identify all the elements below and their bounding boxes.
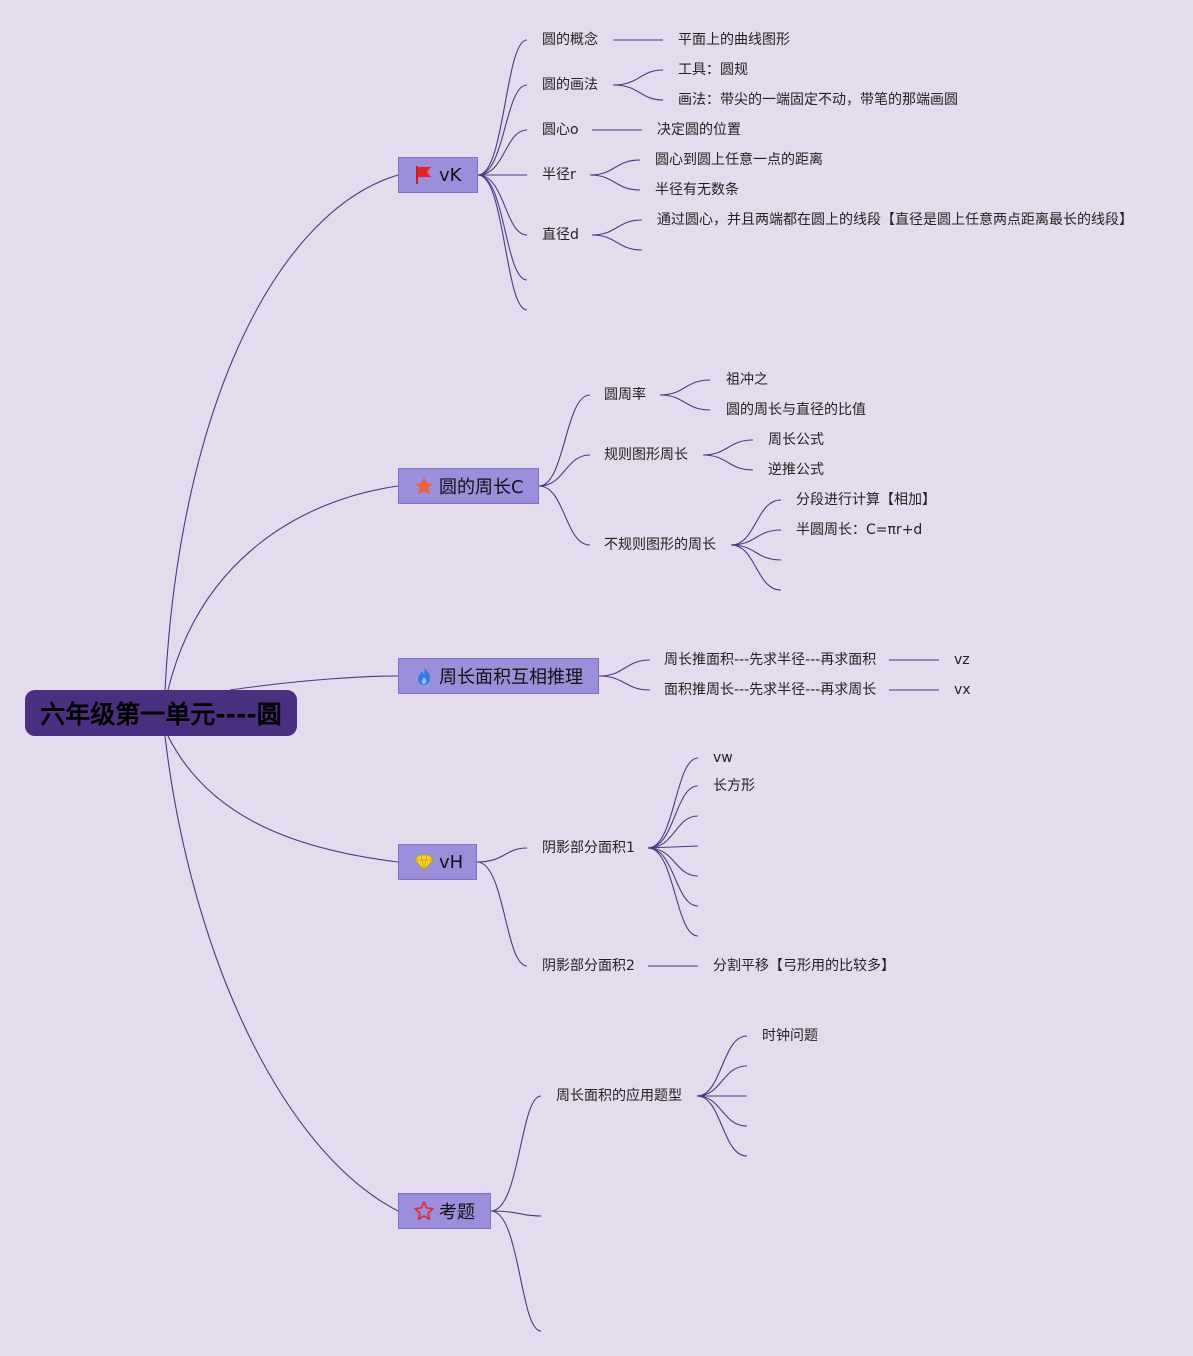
leaf-center-position[interactable]: 决定圆的位置 [657, 122, 741, 138]
leaf-vx[interactable]: vx [954, 682, 971, 698]
red-flag-icon [413, 164, 435, 186]
branch-node-exam[interactable]: 考题 [398, 1193, 491, 1229]
branch-label: 周长面积互相推理 [439, 667, 583, 688]
topic-circle-concept[interactable]: 圆的概念 [542, 32, 598, 48]
leaf-pi-ratio[interactable]: 圆的周长与直径的比值 [726, 402, 866, 418]
topic-shaded-area-2[interactable]: 阴影部分面积2 [542, 958, 635, 974]
topic-radius[interactable]: 半径r [542, 167, 576, 183]
leaf-cut-translate[interactable]: 分割平移【弓形用的比较多】 [713, 958, 895, 974]
topic-center[interactable]: 圆心o [542, 122, 579, 138]
topic-perimeter-to-area[interactable]: 周长推面积---先求半径---再求面积 [664, 652, 877, 668]
leaf-semicircle-perimeter[interactable]: 半圆周长：C=πr+d [796, 522, 923, 538]
branch-label: vH [439, 851, 464, 873]
leaf-tool-compass[interactable]: 工具：圆规 [678, 62, 748, 78]
branch-node-vh[interactable]: vH [398, 844, 477, 880]
blue-flame-icon [413, 665, 435, 687]
topic-shaded-area-1[interactable]: 阴影部分面积1 [542, 840, 635, 856]
branch-label: vK [439, 164, 462, 186]
topic-regular-perimeter[interactable]: 规则图形周长 [604, 447, 688, 463]
leaf-radius-infinite[interactable]: 半径有无数条 [655, 182, 739, 198]
leaf-inverse-formula[interactable]: 逆推公式 [768, 462, 824, 478]
branch-node-vk[interactable]: vK [398, 157, 478, 193]
root-title: 六年级第一单元----圆 [40, 700, 282, 729]
topic-pi[interactable]: 圆周率 [604, 387, 646, 403]
branch-label: 考题 [439, 1202, 475, 1223]
leaf-clock-problem[interactable]: 时钟问题 [762, 1028, 818, 1044]
leaf-drawing-method[interactable]: 画法：带尖的一端固定不动，带笔的那端画圆 [678, 92, 958, 108]
leaf-diameter-definition[interactable]: 通过圆心，并且两端都在圆上的线段【直径是圆上任意两点距离最长的线段】 [657, 212, 1133, 228]
yellow-diamond-icon [413, 851, 435, 873]
root-node[interactable]: 六年级第一单元----圆 [25, 690, 297, 736]
topic-circle-drawing[interactable]: 圆的画法 [542, 77, 598, 93]
leaf-rectangle[interactable]: 长方形 [713, 778, 755, 794]
red-star-outline-icon [413, 1200, 435, 1222]
orange-star-icon [413, 475, 435, 497]
branch-node-circumference[interactable]: 圆的周长C [398, 468, 539, 504]
leaf-vz[interactable]: vz [954, 652, 970, 668]
leaf-zu-chongzhi[interactable]: 祖冲之 [726, 372, 768, 388]
leaf-radius-definition[interactable]: 圆心到圆上任意一点的距离 [655, 152, 823, 168]
leaf-vw[interactable]: vw [713, 750, 733, 766]
leaf-segment-calc[interactable]: 分段进行计算【相加】 [796, 492, 936, 508]
leaf-perimeter-formula[interactable]: 周长公式 [768, 432, 824, 448]
topic-diameter[interactable]: 直径d [542, 227, 579, 243]
leaf-plane-curve[interactable]: 平面上的曲线图形 [678, 32, 790, 48]
topic-area-to-perimeter[interactable]: 面积推周长---先求半径---再求周长 [664, 682, 877, 698]
topic-irregular-perimeter[interactable]: 不规则图形的周长 [604, 537, 716, 553]
branch-node-inference[interactable]: 周长面积互相推理 [398, 658, 599, 694]
topic-application-problems[interactable]: 周长面积的应用题型 [556, 1088, 682, 1104]
branch-label: 圆的周长C [439, 477, 524, 498]
